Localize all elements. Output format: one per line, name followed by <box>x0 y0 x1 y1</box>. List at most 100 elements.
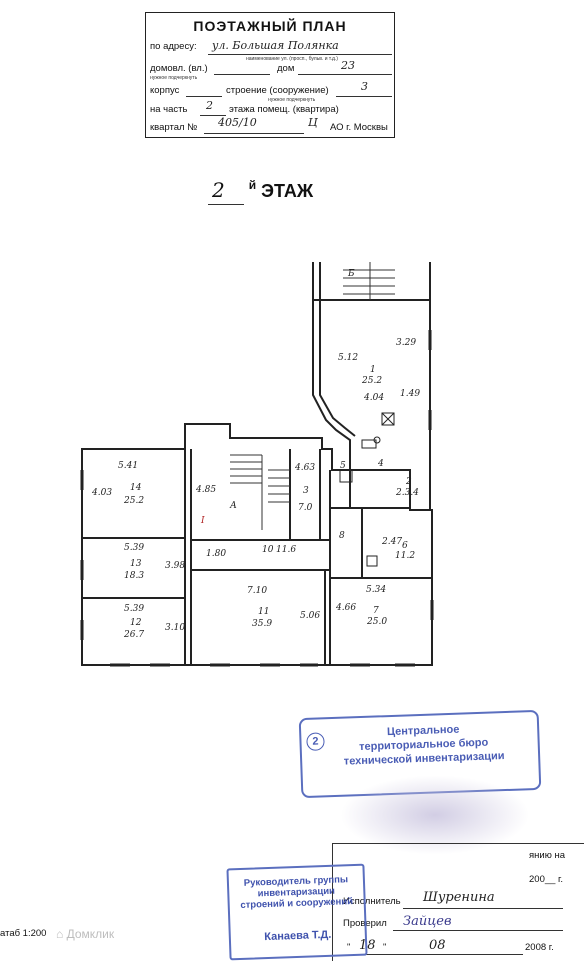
floor-label: этажа помещ. (квартира) <box>229 104 339 115</box>
room-10-area: 11.6 <box>276 545 296 555</box>
date-open-quote: " <box>347 942 351 953</box>
floor-plan-drawing: Б А I 1 25.2 5.12 4.04 3.29 1.49 2 2.3.4… <box>80 262 434 667</box>
floor-heading: 2 й ЭТАЖ <box>212 178 313 202</box>
plan-title: ПОЭТАЖНЫЙ ПЛАН <box>193 18 347 34</box>
room-11-area: 35.9 <box>252 619 272 629</box>
executor-label: Исполнитель <box>343 896 401 907</box>
room-6-area: 11.2 <box>395 551 415 561</box>
house-label: домовл. (вл.) <box>150 63 208 74</box>
signoff-partial-top: янию на <box>529 850 565 861</box>
house-value: 23 <box>341 59 355 72</box>
room-2-area: 2.3.4 <box>395 488 419 498</box>
room-6-number: 6 <box>402 541 408 551</box>
room-1-height: 4.04 <box>363 393 384 403</box>
room-12-height: 3.10 <box>165 623 185 633</box>
quarter-value: 405/10 <box>218 116 257 129</box>
room-11-number: 11 <box>258 607 269 617</box>
stair-letter-b: Б <box>347 269 355 279</box>
floor-heading-underline <box>208 204 244 205</box>
room-13-height: 3.98 <box>165 561 185 571</box>
house-dom-label: дом <box>277 63 295 74</box>
floor-value: 2 <box>206 99 213 112</box>
room-12-width: 5.39 <box>124 604 144 614</box>
room-5-number: 5 <box>340 461 346 471</box>
signoff-box: янию на 200__ г. Исполнитель Шуренина Пр… <box>332 843 584 961</box>
room-10-dim: 1.80 <box>206 549 226 559</box>
room-10-number: 10 <box>262 545 274 555</box>
building-underline <box>336 96 392 97</box>
date-close-quote: " <box>383 942 387 953</box>
room-11-width: 7.10 <box>247 586 267 596</box>
house-underline-1 <box>214 74 270 75</box>
bti-stamp-number: 2 <box>306 732 325 751</box>
korpus-label: корпус <box>150 85 180 96</box>
floor-heading-number: 2 <box>212 178 225 202</box>
room-2-number: 2 <box>405 477 412 487</box>
address-value: ул. Большая Полянка <box>212 39 339 52</box>
room-14-area: 25.2 <box>123 496 144 506</box>
room-1-area: 25.2 <box>361 376 382 386</box>
quarter-label: квартал № <box>150 122 198 133</box>
bti-stamp-text: Центральное территориальное бюро техниче… <box>323 720 524 769</box>
room-7-width: 5.34 <box>366 585 386 595</box>
street-hint: наименование ул. (просп., бульв. и т.д.) <box>246 56 338 62</box>
address-underline <box>208 54 392 55</box>
date-underline <box>353 954 523 955</box>
room-13-area: 18.3 <box>124 571 144 581</box>
date-month: 08 <box>429 938 446 953</box>
room-8-number: 8 <box>339 531 345 541</box>
date-year: 2008 г. <box>525 942 554 953</box>
korpus-underline <box>186 96 222 97</box>
house-underline-2 <box>298 74 392 75</box>
floor-underline <box>200 115 226 116</box>
checked-value: Зайцев <box>403 914 452 929</box>
head-stamp-text: Руководитель группы инвентаризации строе… <box>233 874 360 911</box>
room-7-number: 7 <box>373 606 379 616</box>
hint-underline: нужное подчеркнуть <box>150 75 198 81</box>
room-11-height: 5.06 <box>300 611 320 621</box>
room-12-area: 26.7 <box>123 630 144 640</box>
room-6-dim: 2.47 <box>381 537 402 547</box>
room-1-extra: 3.29 <box>396 338 416 348</box>
scale-label: атаб 1:200 <box>0 928 47 939</box>
room-13-number: 13 <box>130 559 142 569</box>
stair-dim: 4.85 <box>195 485 216 495</box>
floor-heading-suffix: й <box>248 178 257 192</box>
head-stamp: Руководитель группы инвентаризации строе… <box>226 863 368 961</box>
quarter-underline <box>204 133 304 134</box>
district-value: Ц <box>308 116 318 129</box>
room-1-width: 5.12 <box>338 353 358 363</box>
signoff-year-1: 200__ г. <box>529 874 564 885</box>
room-7-height: 4.66 <box>335 603 356 613</box>
plan-header-box: ПОЭТАЖНЫЙ ПЛАН по адресу: ул. Большая По… <box>145 12 395 138</box>
part-label: на часть <box>150 104 188 115</box>
building-label: строение (сооружение) <box>226 85 329 96</box>
checked-label: Проверил <box>343 918 387 929</box>
executor-underline <box>403 908 563 909</box>
blurred-area <box>340 775 530 855</box>
room-12-number: 12 <box>130 618 142 628</box>
watermark-icon: ⌂ <box>56 927 64 941</box>
head-stamp-name: Канаева Т.Д. <box>264 928 332 944</box>
executor-value: Шуренина <box>423 890 495 905</box>
room-1b-dim: 1.49 <box>400 389 420 399</box>
room-7-area: 25.0 <box>366 617 387 627</box>
room-3-number: 3 <box>303 486 309 496</box>
checked-underline <box>393 930 563 931</box>
floor-heading-label: ЭТАЖ <box>261 181 314 201</box>
room-14-width: 5.41 <box>118 461 138 471</box>
room-1-number: 1 <box>370 365 376 375</box>
watermark: ⌂ Домклик <box>56 927 114 941</box>
room-4-number: 4 <box>377 459 384 469</box>
district-label: АО г. Москвы <box>330 122 388 133</box>
room-14-number: 14 <box>130 483 142 493</box>
roman-mark: I <box>200 516 205 526</box>
room-14-height: 4.03 <box>91 488 112 498</box>
building-value: 3 <box>361 80 368 93</box>
room-3-area: 7.0 <box>298 503 313 513</box>
hint-underline-2: нужное подчеркнуть <box>268 97 316 103</box>
room-3-dim: 4.63 <box>294 463 315 473</box>
date-day: 18 <box>359 938 376 953</box>
stair-letter-a: А <box>229 501 237 511</box>
room-13-width: 5.39 <box>124 543 144 553</box>
